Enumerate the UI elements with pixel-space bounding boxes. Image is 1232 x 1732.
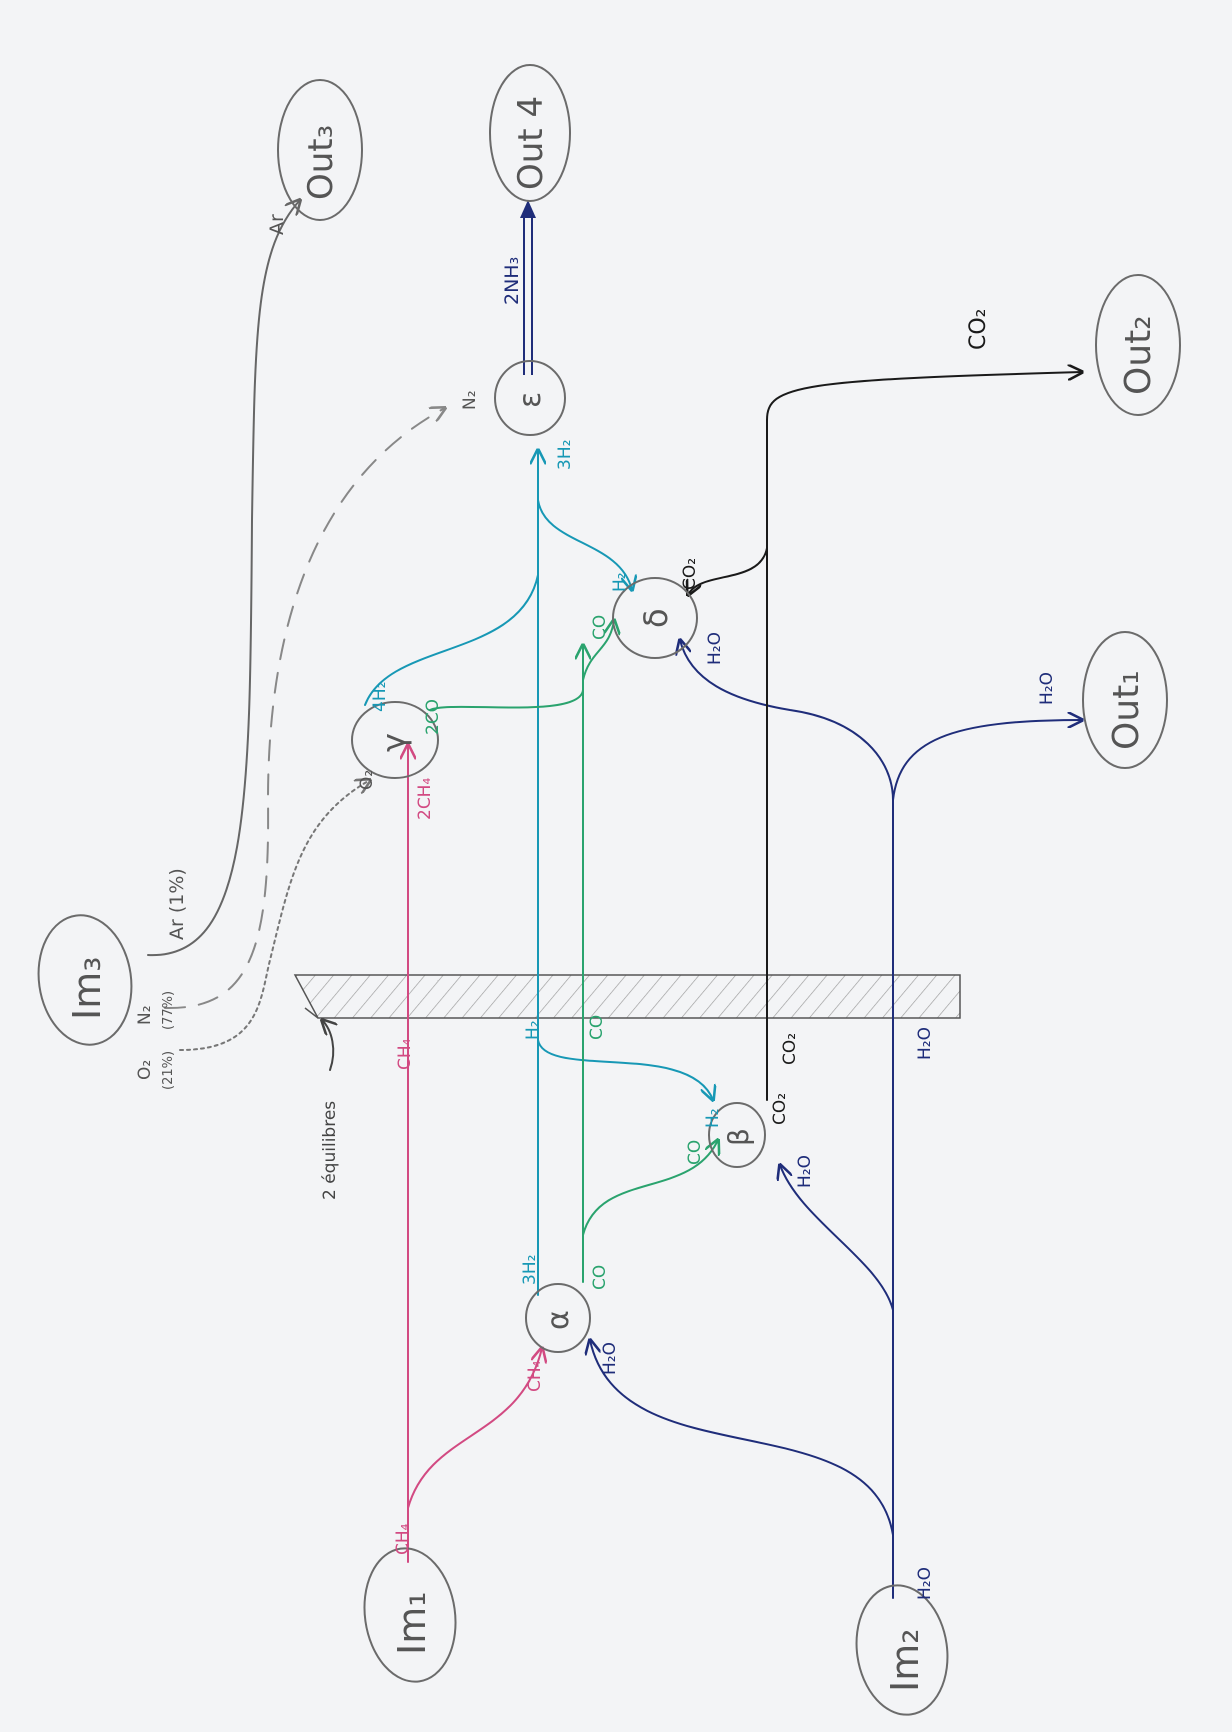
label-h2o-wall: H₂O xyxy=(915,1027,935,1060)
im3-flows xyxy=(147,200,445,1051)
co2-flows xyxy=(688,372,1082,1101)
node-im3: Im₃ xyxy=(37,914,133,1046)
h2o-flows xyxy=(590,640,1082,1599)
h2o-to-out1 xyxy=(892,720,1082,801)
node-epsilon: ε xyxy=(494,360,566,436)
label-o2-gamma: O₂ xyxy=(357,770,377,790)
svg-text:γ: γ xyxy=(375,733,413,752)
label-ch4-gamma: 2CH₄ xyxy=(415,778,435,820)
label-n2-pct: (77%) xyxy=(161,991,176,1030)
co-delta-in xyxy=(582,620,614,681)
h2-to-beta xyxy=(537,1039,713,1100)
co-flows xyxy=(429,620,718,1283)
o2-to-gamma xyxy=(179,780,370,1051)
labels: CH₄ CH₄ CH₄ 2CH₄ H₂O H₂O H₂O H₂O H₂O H₂O… xyxy=(135,214,1057,1600)
node-out1: Out₁ xyxy=(1082,631,1168,769)
label-co-gamma: 2CO xyxy=(423,699,443,735)
svg-text:δ: δ xyxy=(637,608,675,628)
label-o2-pct: (21%) xyxy=(161,1051,176,1090)
node-alpha: α xyxy=(525,1283,591,1353)
co-to-beta xyxy=(582,1140,718,1236)
equilibrium-wall xyxy=(293,974,961,1019)
label-n2-im3: N₂ xyxy=(135,1005,155,1025)
node-im1: Im₁ xyxy=(363,1547,457,1683)
svg-text:Im₃: Im₃ xyxy=(65,957,109,1020)
label-h2o-delta: H₂O xyxy=(705,632,725,665)
ch4-flows xyxy=(407,745,542,1563)
label-h2o-out1: H₂O xyxy=(1037,672,1057,705)
label-ch4-wall: CH₄ xyxy=(395,1038,415,1070)
label-h2-epsilon: 3H₂ xyxy=(555,440,575,470)
node-out3: Out₃ xyxy=(277,79,363,221)
label-h2o-alpha: H₂O xyxy=(600,1342,620,1375)
co2-to-delta xyxy=(688,547,768,595)
svg-text:Im₁: Im₁ xyxy=(390,1592,434,1655)
label-nh3: 2NH₃ xyxy=(501,257,523,305)
svg-text:Im₂: Im₂ xyxy=(883,1629,927,1692)
h2o-to-alpha xyxy=(590,1340,894,1536)
ar-to-out3 xyxy=(147,200,300,957)
label-h2o-im2: H₂O xyxy=(915,1567,935,1600)
svg-text:Out₃: Out₃ xyxy=(301,125,341,200)
label-co2-out2: CO₂ xyxy=(966,309,991,351)
label-co2-beta: CO₂ xyxy=(770,1093,790,1125)
label-h2-alpha: 3H₂ xyxy=(520,1255,540,1285)
co2-to-out2 xyxy=(766,372,1082,421)
equilibres-label: 2 équilibres xyxy=(320,1101,340,1200)
label-ar-out3: Ar xyxy=(266,214,288,235)
label-h2-delta: H₂ xyxy=(610,572,630,592)
label-ch4-alpha: CH₄ xyxy=(525,1360,545,1392)
h2-gamma-out xyxy=(364,574,539,706)
h2-flows xyxy=(364,450,713,1296)
h2-delta-in xyxy=(537,499,632,590)
svg-text:Out₂: Out₂ xyxy=(1118,315,1159,395)
co-gamma-out xyxy=(429,689,584,711)
label-ch4-im1: CH₄ xyxy=(393,1523,413,1555)
svg-text:β: β xyxy=(722,1128,755,1146)
node-gamma: γ xyxy=(351,701,439,779)
label-co-beta: CO xyxy=(685,1140,705,1165)
label-co2-delta: CO₂ xyxy=(680,558,700,590)
label-co-delta: CO xyxy=(590,615,610,640)
node-out2: Out₂ xyxy=(1095,274,1181,416)
label-co2-wall: CO₂ xyxy=(780,1033,800,1065)
label-h2o-beta: H₂O xyxy=(795,1155,815,1188)
node-im2: Im₂ xyxy=(855,1584,949,1716)
label-h2-gamma: 4H₂ xyxy=(370,682,390,712)
label-n2-epsilon: N₂ xyxy=(460,390,480,410)
node-delta: δ xyxy=(612,577,698,659)
svg-text:Out₁: Out₁ xyxy=(1106,670,1147,750)
n2-to-epsilon xyxy=(164,408,445,1010)
h2o-to-delta xyxy=(680,640,894,801)
label-co-alpha: CO xyxy=(590,1265,610,1290)
label-h2-beta: H₂ xyxy=(703,1108,723,1128)
ch4-to-alpha xyxy=(407,1348,542,1509)
label-o2-im3: O₂ xyxy=(135,1060,155,1080)
label-ar-im3: Ar (1%) xyxy=(166,868,188,940)
svg-text:ε: ε xyxy=(513,392,548,408)
svg-text:Out 4: Out 4 xyxy=(511,96,551,190)
label-co-wall: CO xyxy=(587,1015,607,1040)
node-beta: β xyxy=(708,1102,766,1168)
nh3-flow xyxy=(520,200,536,375)
equilibres-annotation: 2 équilibres xyxy=(320,1020,340,1200)
node-out4: Out 4 xyxy=(489,64,571,202)
h2o-to-beta xyxy=(780,1165,894,1311)
label-h2-wall: H₂ xyxy=(523,1020,543,1040)
svg-text:α: α xyxy=(541,1310,576,1330)
